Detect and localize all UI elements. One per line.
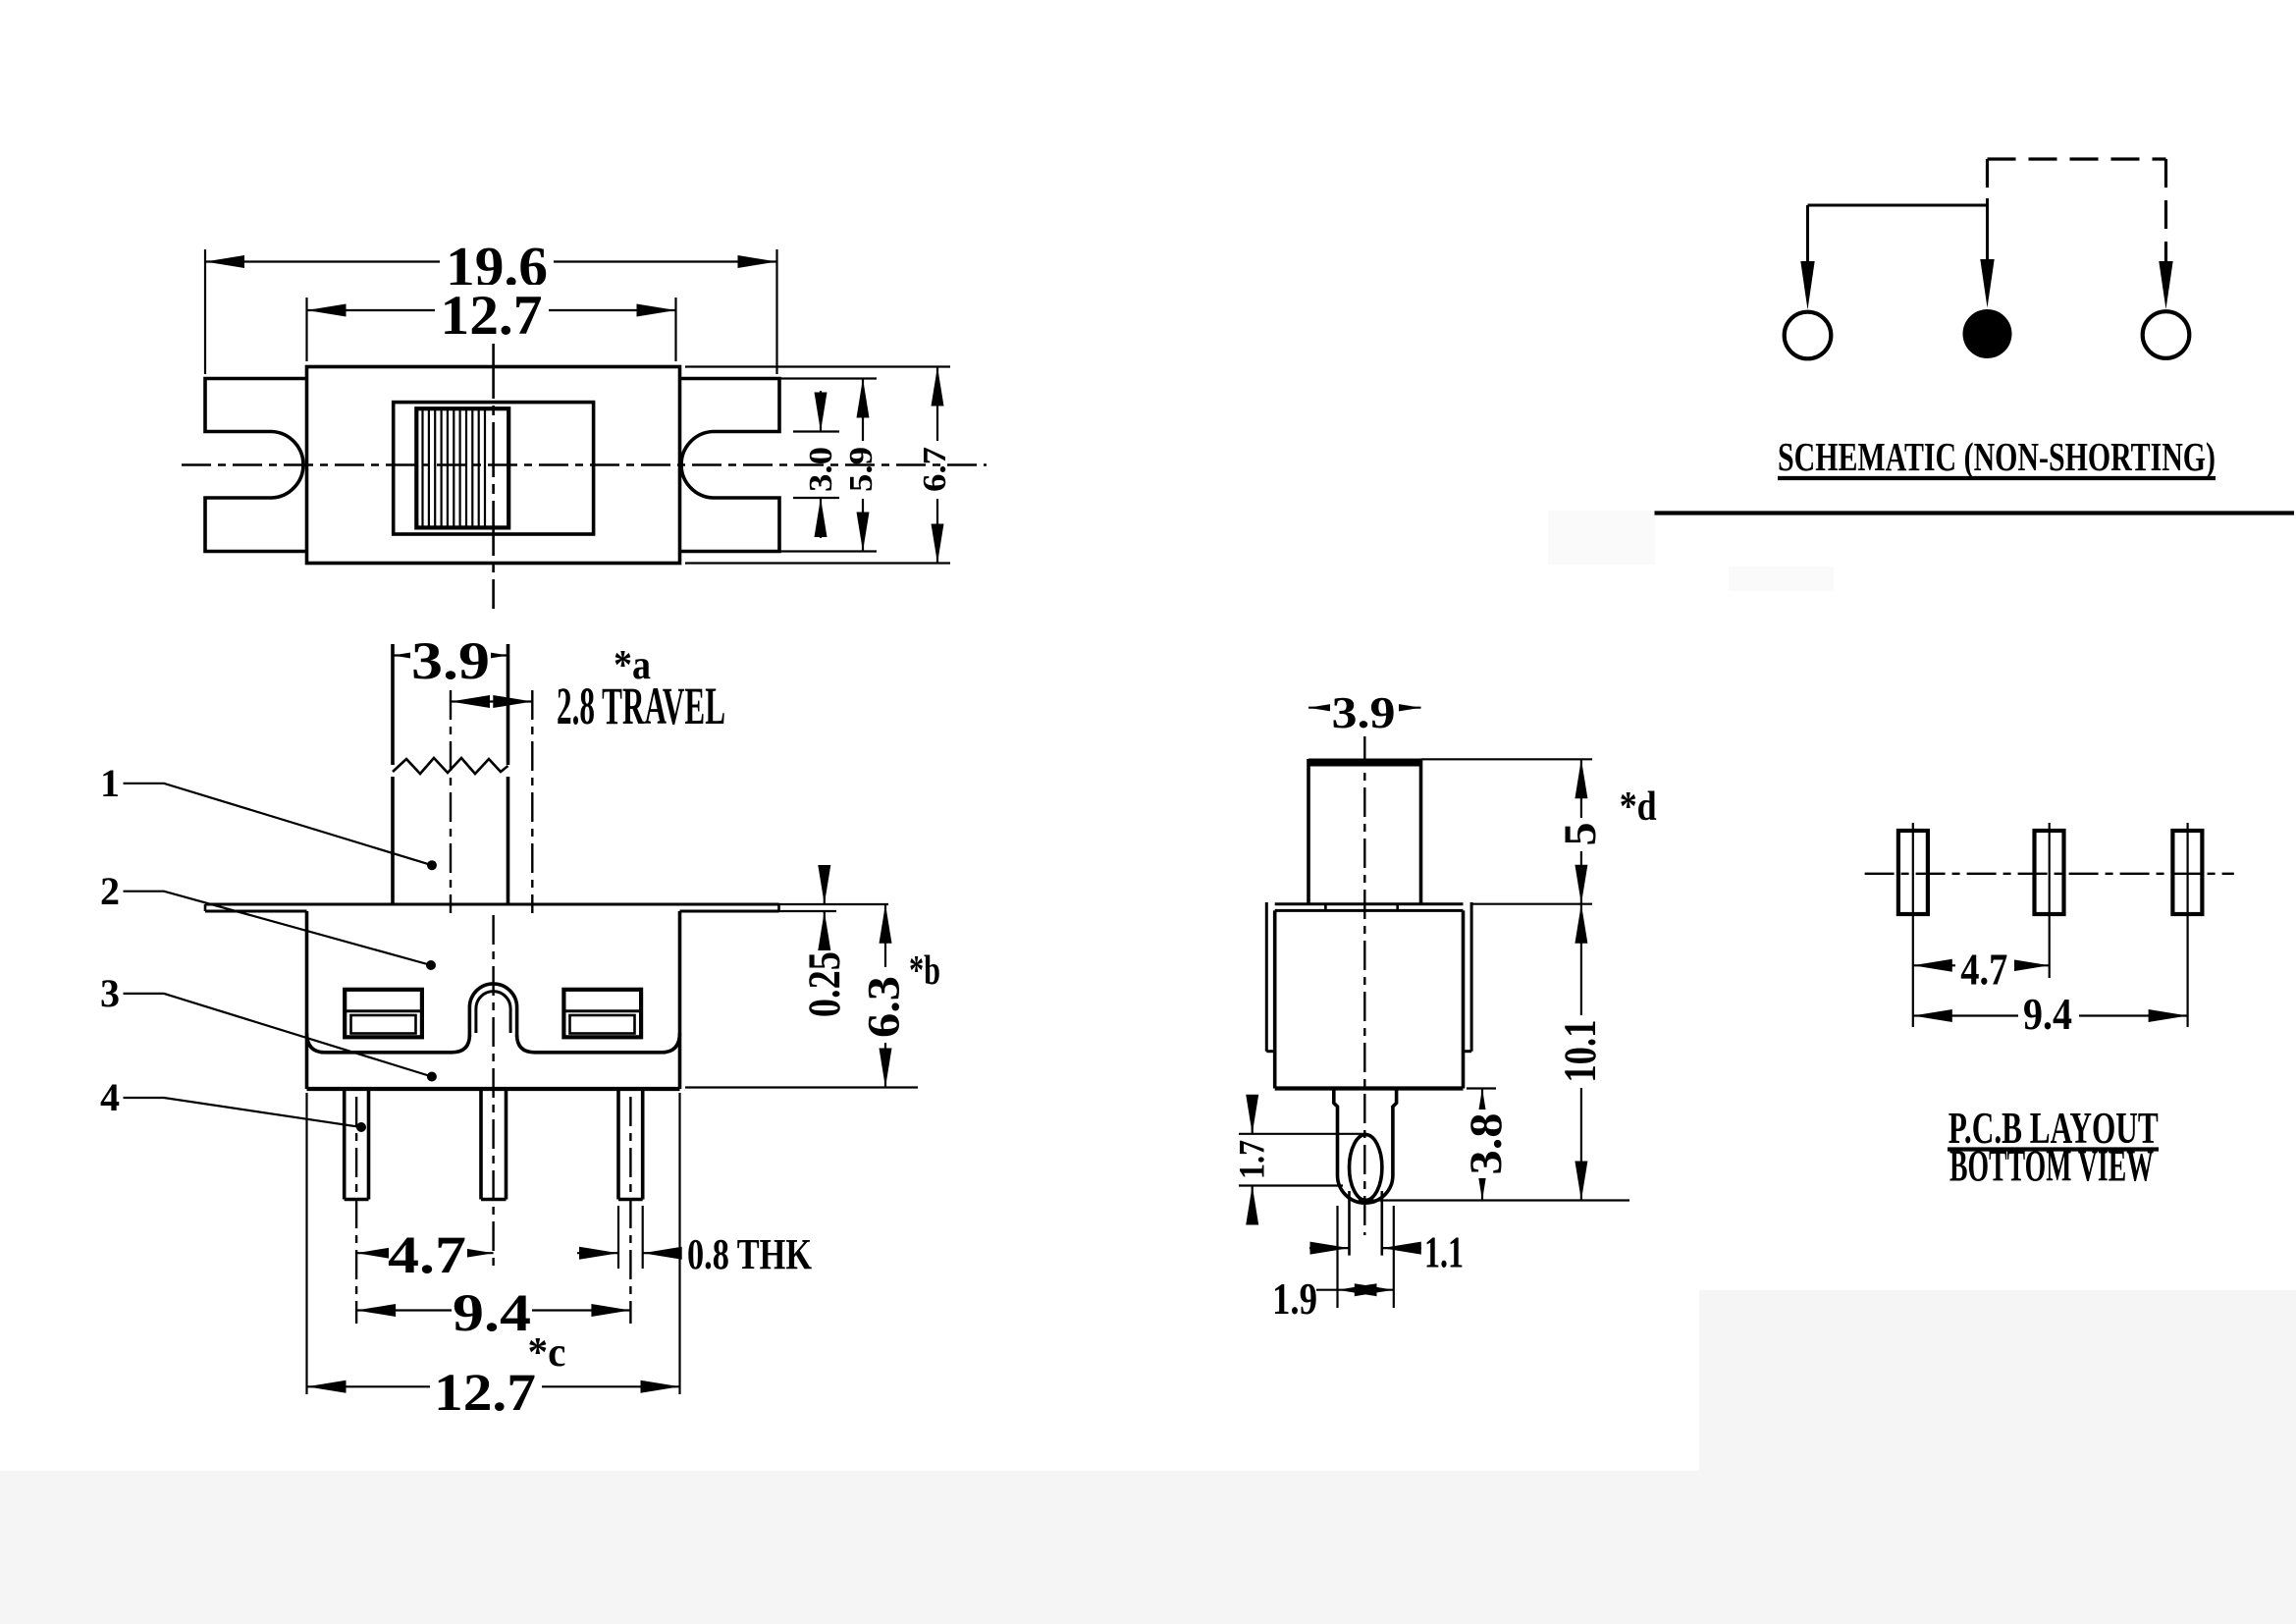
svg-text:6.3: 6.3 [859, 976, 910, 1038]
svg-text:3: 3 [100, 971, 120, 1015]
svg-text:*b: *b [909, 948, 940, 994]
svg-text:0.25: 0.25 [799, 951, 850, 1017]
svg-text:5.9: 5.9 [843, 447, 880, 492]
svg-text:1: 1 [100, 761, 120, 805]
svg-text:1.9: 1.9 [1272, 1273, 1317, 1324]
svg-text:9.4: 9.4 [453, 1283, 531, 1342]
svg-text:3.0: 3.0 [803, 447, 839, 492]
svg-text:3.9: 3.9 [1332, 687, 1396, 737]
svg-text:10.1: 10.1 [1555, 1020, 1606, 1083]
svg-text:1.1: 1.1 [1424, 1227, 1464, 1277]
svg-text:1.7: 1.7 [1233, 1140, 1273, 1179]
svg-text:3.8: 3.8 [1461, 1113, 1512, 1175]
svg-text:12.7: 12.7 [441, 285, 543, 347]
svg-text:*a: *a [614, 643, 651, 688]
svg-text:5: 5 [1555, 823, 1606, 846]
svg-text:4.7: 4.7 [1960, 945, 2007, 995]
svg-text:3.9: 3.9 [411, 631, 490, 690]
svg-text:4.7: 4.7 [388, 1225, 466, 1284]
svg-text:2: 2 [100, 869, 120, 913]
svg-text:*d: *d [1620, 785, 1657, 830]
svg-text:2.8 TRAVEL: 2.8 TRAVEL [557, 677, 725, 735]
svg-text:BOTTOM VIEW: BOTTOM VIEW [1949, 1142, 2154, 1191]
svg-text:9.4: 9.4 [2023, 989, 2072, 1039]
svg-text:12.7: 12.7 [434, 1363, 536, 1422]
svg-text:P.C.B LAYOUT: P.C.B LAYOUT [1949, 1104, 2159, 1153]
svg-text:*c: *c [528, 1330, 566, 1376]
svg-text:0.8 THK: 0.8 THK [687, 1230, 812, 1278]
svg-text:4: 4 [100, 1075, 120, 1119]
svg-text:6.7: 6.7 [917, 447, 953, 492]
svg-text:SCHEMATIC (NON-SHORTING): SCHEMATIC (NON-SHORTING) [1778, 434, 2216, 479]
